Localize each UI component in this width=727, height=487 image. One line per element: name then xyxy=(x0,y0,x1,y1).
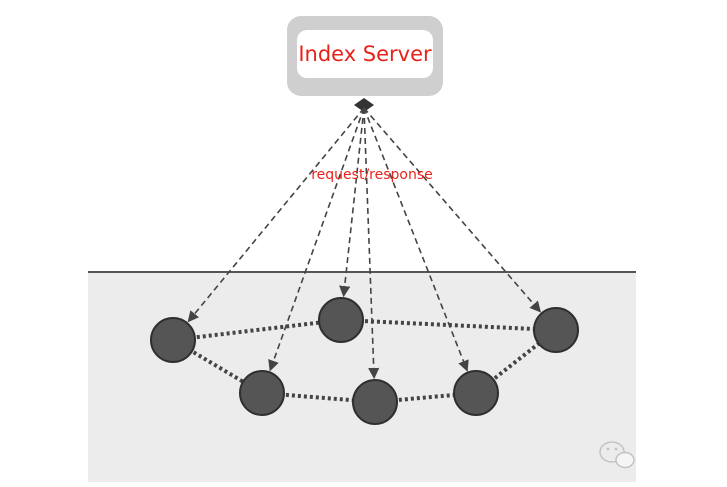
wechat-icon xyxy=(599,441,635,469)
server-port xyxy=(354,98,374,112)
node-6 xyxy=(533,307,579,353)
node-5 xyxy=(453,370,499,416)
request-link-4 xyxy=(363,107,380,380)
request-link-6 xyxy=(363,107,542,313)
peer-link-1 xyxy=(172,318,342,342)
peer-nodes xyxy=(150,297,579,425)
node-2 xyxy=(239,370,285,416)
index-server-label: Index Server xyxy=(298,42,432,66)
request-link-3 xyxy=(339,107,365,298)
node-1 xyxy=(150,317,196,363)
network-area xyxy=(88,271,636,482)
index-server xyxy=(287,16,443,112)
request-response-label: request/response xyxy=(311,167,433,183)
node-3 xyxy=(318,297,364,343)
request-link-1 xyxy=(187,107,365,323)
node-4 xyxy=(352,379,398,425)
request-link-2 xyxy=(268,107,365,372)
